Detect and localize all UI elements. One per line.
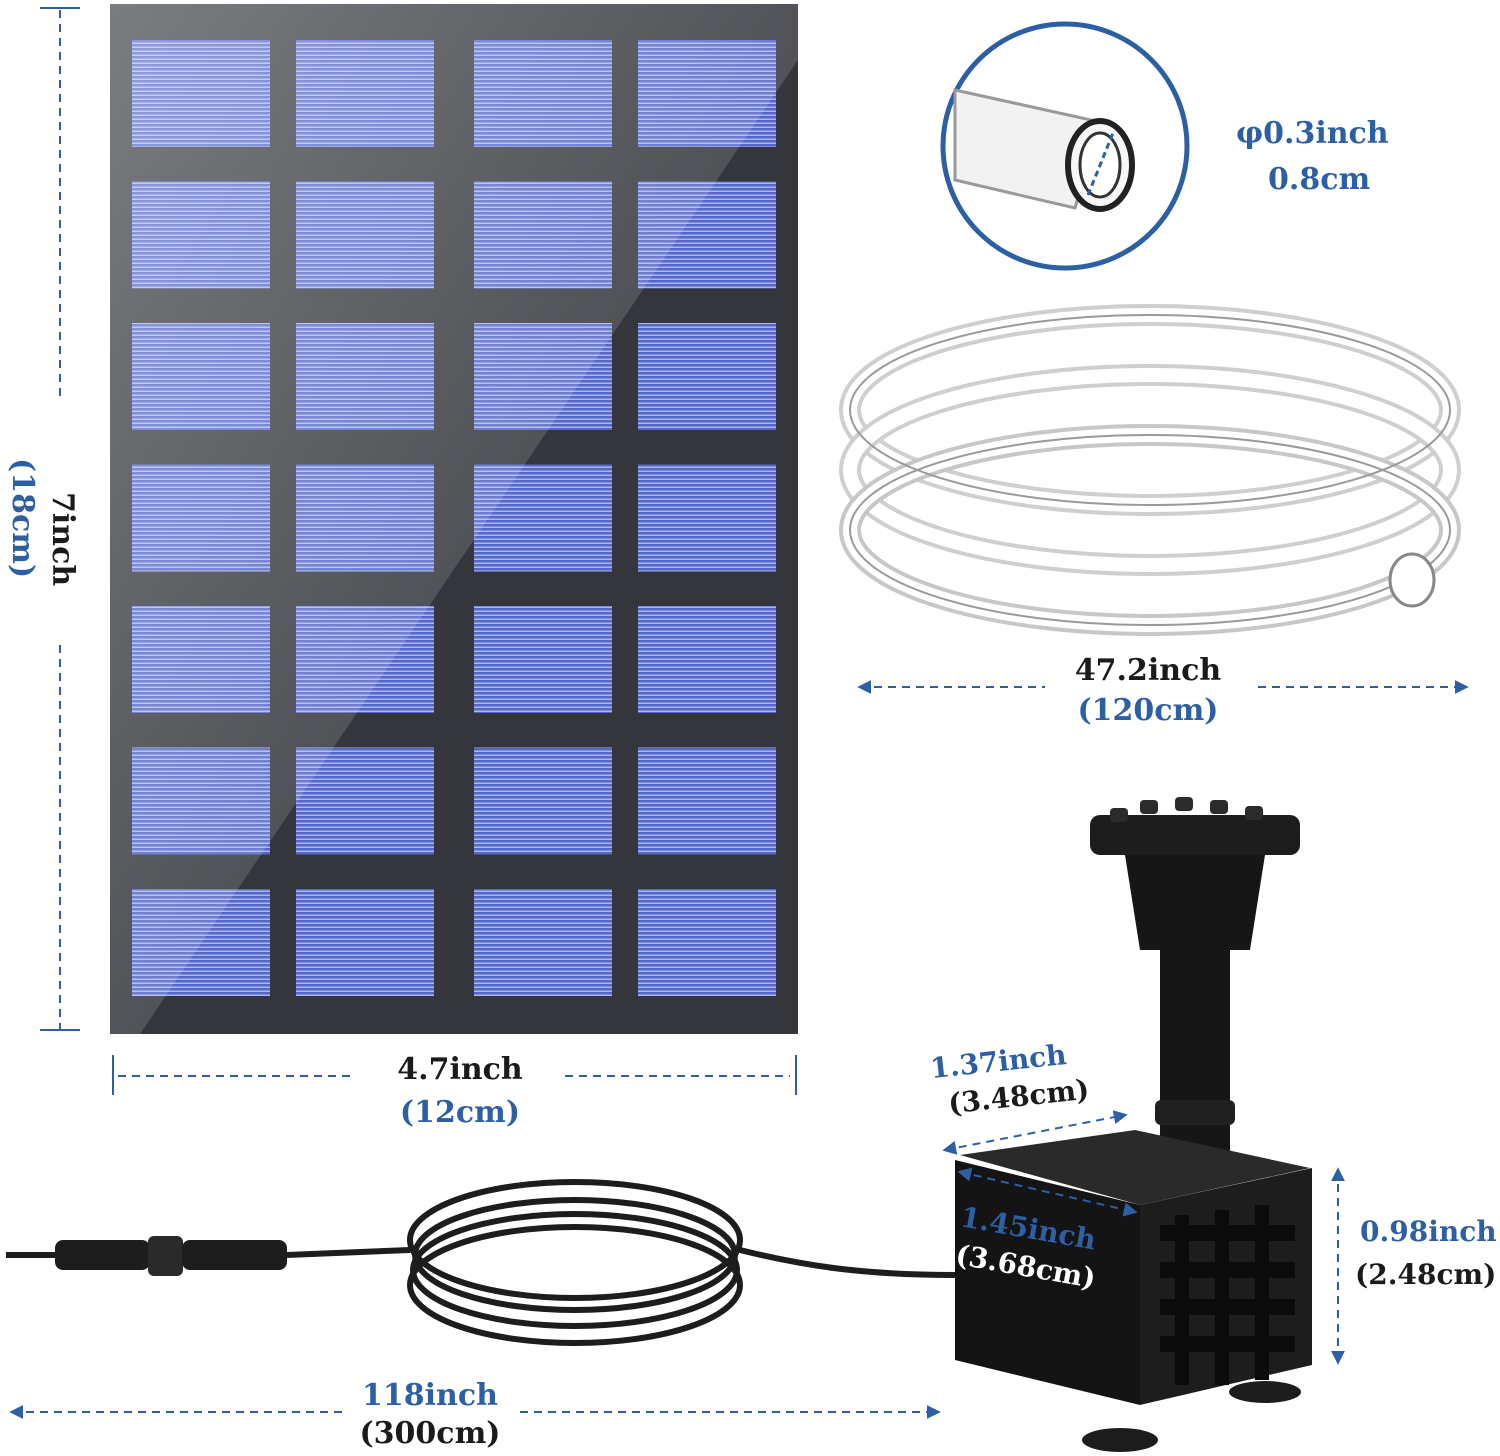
- solar-cell: [638, 606, 776, 713]
- suction-cup: [1082, 1428, 1158, 1452]
- cable-connector-left: [55, 1240, 150, 1270]
- tube-closeup: [940, 21, 1190, 271]
- suction-cup: [1229, 1381, 1301, 1403]
- solar-cell: [638, 464, 776, 572]
- pump-depth-dimension: [942, 1110, 1128, 1155]
- panel-width-inch-label: 4.7inch: [397, 1052, 523, 1087]
- tube-diameter-cm-label: 0.8cm: [1268, 162, 1371, 197]
- solar-cell: [474, 747, 612, 855]
- panel-height-inch-label: 7inch: [45, 492, 80, 587]
- solar-cell: [296, 889, 434, 996]
- panel-glare: [110, 4, 798, 1034]
- pump-height-inch-label: 0.98inch: [1360, 1215, 1497, 1248]
- cable-length-inch-label: 118inch: [362, 1378, 498, 1413]
- panel-height-dimension: [40, 7, 80, 1031]
- pump-front-face: [955, 1160, 1140, 1405]
- tube-length-inch-label: 47.2inch: [1074, 653, 1222, 688]
- tube-length-cm-label: (120cm): [1077, 693, 1219, 728]
- pump-height-cm-label: (2.48cm): [1355, 1258, 1497, 1291]
- pump-cable: [6, 1179, 956, 1346]
- panel-width-dimension: [112, 1055, 797, 1095]
- solar-cell: [474, 889, 612, 996]
- coiled-tube: [839, 304, 1461, 636]
- pump-width-dimension: [957, 1167, 1138, 1217]
- solar-cell: [638, 323, 776, 430]
- water-pump: [955, 797, 1312, 1452]
- solar-cell: [638, 889, 776, 996]
- cable-length-cm-label: (300cm): [359, 1416, 501, 1451]
- solar-cell: [474, 606, 612, 713]
- solar-cell: [638, 747, 776, 855]
- panel-height-cm-label: (18cm): [5, 458, 40, 579]
- panel-width-cm-label: (12cm): [399, 1095, 521, 1130]
- cable-connector-right: [182, 1240, 287, 1270]
- cable-connector-nut: [148, 1236, 183, 1276]
- tube-diameter-inch-label: φ0.3inch: [1236, 116, 1389, 151]
- solar-panel: [110, 4, 798, 1034]
